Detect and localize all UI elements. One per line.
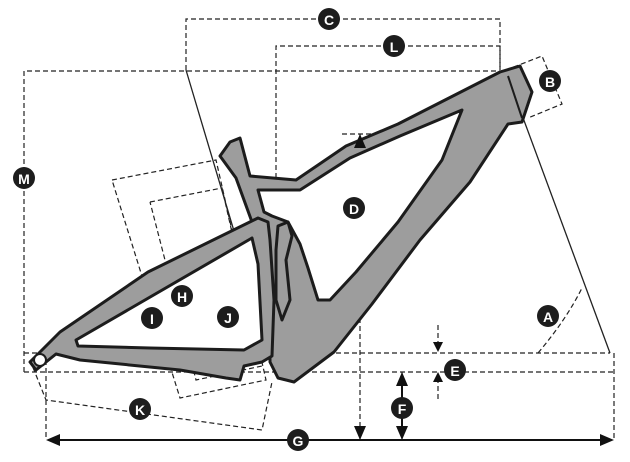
label-k: K — [129, 398, 151, 420]
head-tube-edge — [507, 75, 523, 119]
label-m-text: M — [18, 171, 30, 187]
dimension-e-arrow-up — [433, 372, 443, 382]
label-l-text: L — [390, 39, 399, 55]
dimension-e-arrow-down — [433, 342, 443, 352]
label-d: D — [343, 197, 365, 219]
head-tube-axis-line — [511, 87, 611, 354]
label-d-text: D — [349, 201, 359, 217]
label-e: E — [444, 359, 466, 381]
dimension-h-line — [111, 159, 267, 399]
label-k-text: K — [135, 402, 145, 418]
label-g: G — [287, 429, 309, 451]
dimension-d-arrow-bottom — [354, 426, 366, 440]
dimension-m-line — [23, 70, 520, 372]
dimension-g-arrow-left — [46, 434, 60, 446]
dimension-g-arrow-right — [600, 434, 614, 446]
dimension-a-arc — [537, 287, 583, 354]
label-h-text: H — [177, 289, 187, 305]
dimension-f-arrow-bottom — [396, 426, 408, 440]
label-a: A — [537, 305, 559, 327]
rear-triangle-opening — [74, 236, 264, 352]
dimension-k-line — [29, 359, 273, 431]
label-i: I — [141, 307, 163, 329]
rear-dropout — [33, 353, 47, 367]
label-i-text: I — [150, 311, 154, 327]
shock-link — [274, 220, 294, 322]
label-m: M — [13, 167, 35, 189]
label-a-text: A — [543, 309, 553, 325]
label-l: L — [383, 35, 405, 57]
label-e-text: E — [450, 363, 459, 379]
label-c: C — [318, 8, 340, 30]
label-c-text: C — [324, 12, 334, 28]
label-j: J — [217, 306, 239, 328]
dimension-d-arrow-top — [354, 134, 366, 148]
dimension-f-arrow-top — [396, 372, 408, 386]
label-g-text: G — [293, 433, 304, 449]
label-b: B — [539, 70, 561, 92]
label-h: H — [171, 285, 193, 307]
label-j-text: J — [224, 310, 232, 326]
label-b-text: B — [545, 74, 555, 90]
dimension-c-line — [185, 18, 501, 70]
bike-frame — [28, 64, 534, 384]
label-f: F — [391, 397, 413, 419]
label-f-text: F — [398, 401, 407, 417]
